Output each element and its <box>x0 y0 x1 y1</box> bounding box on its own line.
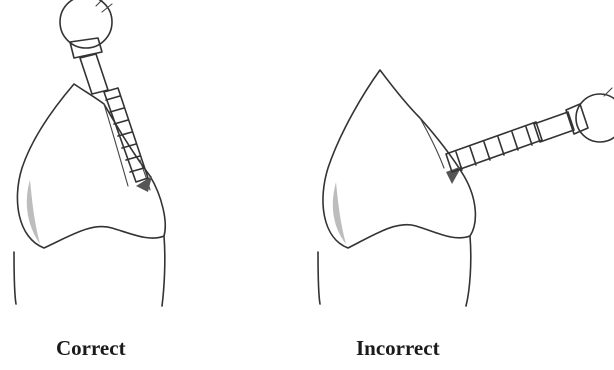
correct-caption: Correct <box>56 336 126 361</box>
correct-tooth <box>14 84 165 306</box>
incorrect-instrument <box>446 88 614 172</box>
incorrect-caption: Incorrect <box>356 336 440 361</box>
incorrect-bur-flutes <box>456 127 532 170</box>
incorrect-tooth <box>318 70 475 306</box>
